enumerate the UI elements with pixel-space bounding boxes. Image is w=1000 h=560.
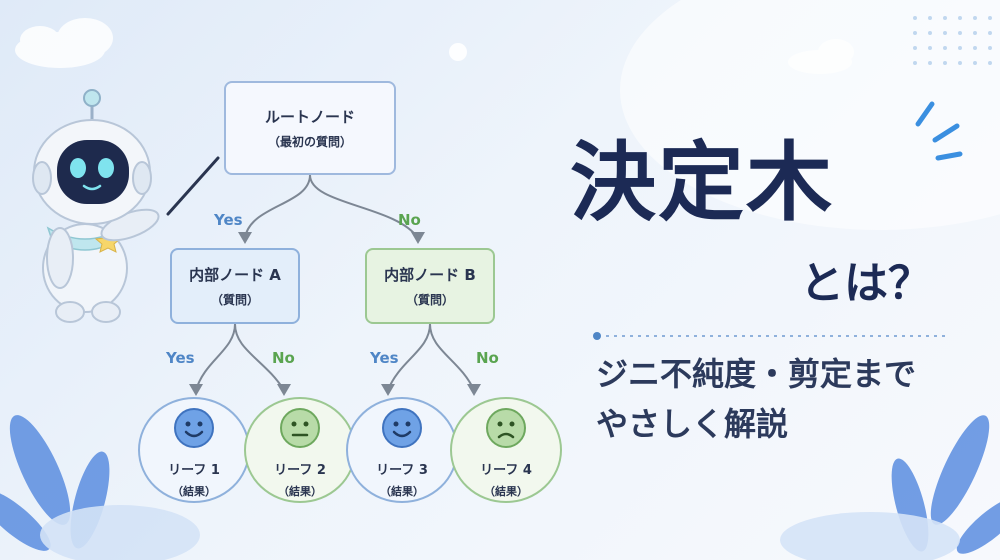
subtitle-line-2: やさしく解説 (596, 405, 789, 443)
internal-node-a-title: 内部ノード A (189, 266, 281, 284)
edge-b-leaf4 (429, 323, 475, 391)
edge-label-yes: Yes (370, 349, 399, 367)
leaf-node-3: リーフ 3 （結果） (346, 397, 458, 503)
edge-label-yes: Yes (166, 349, 195, 367)
cloud-icon (788, 39, 854, 74)
arrowheads (189, 232, 481, 396)
leaf-2-title: リーフ 2 (274, 463, 326, 478)
edge-root-b (309, 174, 419, 239)
background-glow (620, 0, 1000, 230)
edge-a-leaf1 (195, 323, 236, 391)
leaf-1-subtitle: （結果） (172, 485, 216, 498)
edge-label-no: No (272, 349, 295, 367)
root-node-title: ルートノード (264, 108, 355, 126)
neutral-face-icon (280, 408, 320, 448)
internal-node-a-subtitle: （質問） (210, 293, 259, 307)
bubble-icon (449, 43, 467, 61)
root-node: ルートノード （最初の質問） (224, 81, 396, 175)
sad-face-icon (486, 408, 526, 448)
leaf-1-title: リーフ 1 (168, 463, 220, 478)
edge-b-leaf3 (387, 323, 431, 391)
happy-face-icon (382, 408, 422, 448)
leaf-4-title: リーフ 4 (480, 463, 532, 478)
divider-dot-icon (593, 332, 601, 340)
edge-label-no: No (398, 211, 421, 229)
leaf-2-subtitle: （結果） (278, 485, 322, 498)
edge-label-no: No (476, 349, 499, 367)
leaf-4-subtitle: （結果） (484, 485, 528, 498)
tree-edges (195, 174, 475, 391)
internal-node-b-subtitle: （質問） (405, 293, 454, 307)
leaf-node-2: リーフ 2 （結果） (244, 397, 356, 503)
page-title: 決定木 (570, 133, 834, 233)
pointer-stick-icon (166, 156, 220, 216)
edge-label-yes: Yes (214, 211, 243, 229)
foliage-right-icon (780, 415, 1000, 560)
subtitle-line-1: ジニ不純度・剪定まで (596, 355, 917, 393)
dot-pattern (913, 16, 992, 65)
internal-node-a: 内部ノード A （質問） (170, 248, 300, 324)
root-node-subtitle: （最初の質問） (267, 135, 352, 149)
happy-face-icon (174, 408, 214, 448)
page-title-suffix: とは？ (800, 258, 932, 309)
leaf-node-1: リーフ 1 （結果） (138, 397, 250, 503)
leaf-3-subtitle: （結果） (380, 485, 424, 498)
edge-a-leaf2 (234, 323, 285, 391)
leaf-node-4: リーフ 4 （結果） (450, 397, 562, 503)
foliage-left-icon (0, 415, 200, 560)
cloud-icon (15, 18, 113, 68)
edge-root-a (244, 174, 311, 239)
internal-node-b: 内部ノード B （質問） (365, 248, 495, 324)
robot-mascot-icon (32, 89, 160, 323)
accent-lines-icon (915, 101, 963, 161)
internal-node-b-title: 内部ノード B (384, 266, 476, 284)
leaf-3-title: リーフ 3 (376, 463, 428, 478)
